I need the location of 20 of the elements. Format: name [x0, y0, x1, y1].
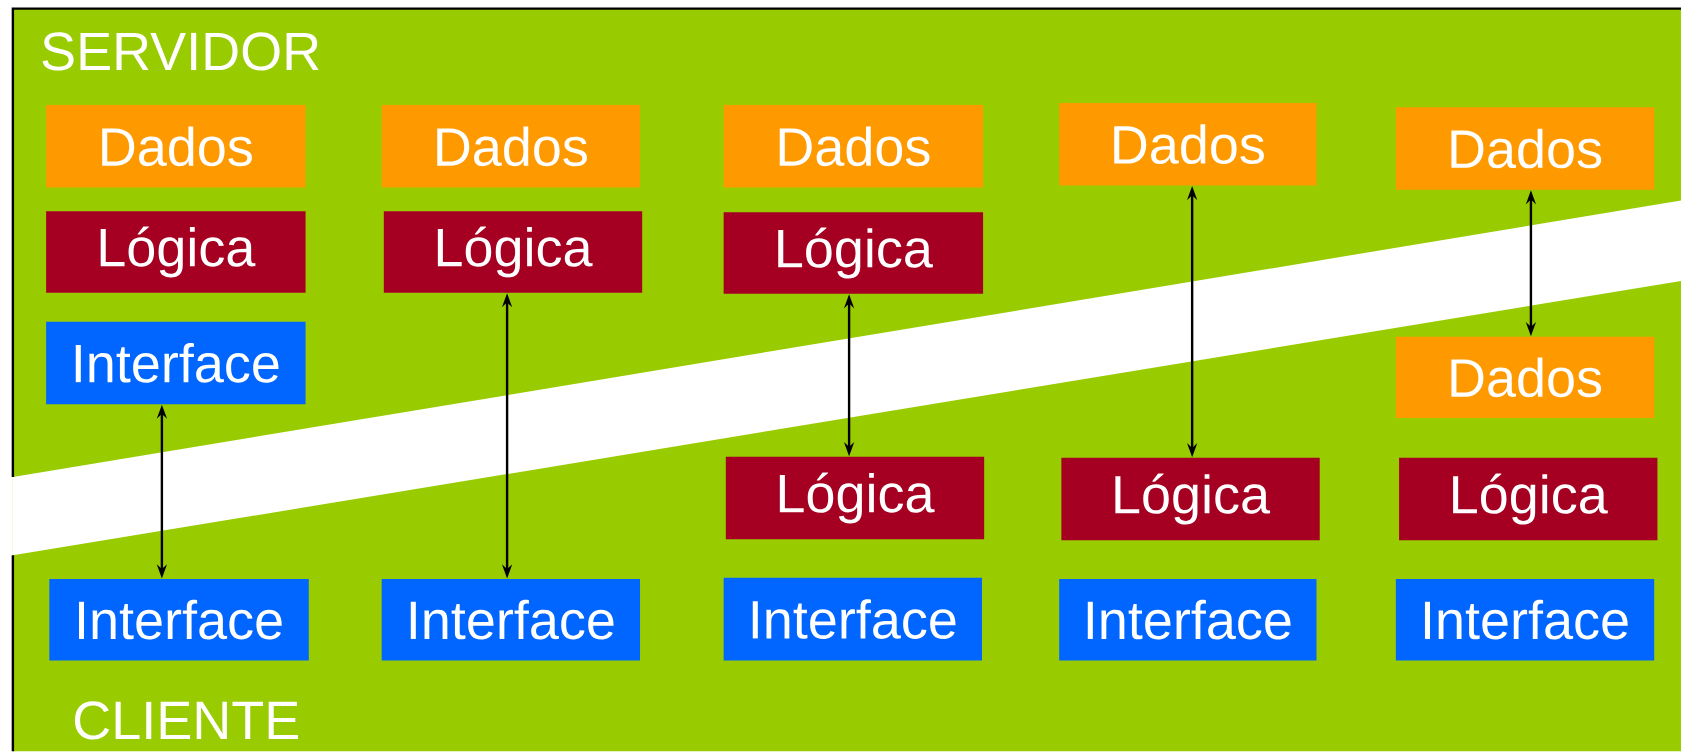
layer-box: Dados [1059, 103, 1317, 186]
layer-box: Interface [1395, 579, 1655, 661]
layer-box: Lógica [383, 211, 643, 293]
layer-box: Interface [381, 579, 641, 661]
layer-box: Interface [1059, 579, 1317, 661]
section-label: SERVIDOR [42, 32, 319, 71]
layer-box: Lógica [723, 212, 984, 294]
layer-box: Lógica [725, 456, 985, 540]
layer-box: Lógica [1399, 458, 1658, 541]
layer-box: Lógica [1061, 458, 1320, 541]
layer-box: Lógica [46, 211, 306, 293]
layer-box: Dados [723, 105, 984, 188]
layer-box: Dados [1395, 107, 1655, 190]
layer-box: Interface [46, 321, 306, 405]
layer-box: Interface [49, 579, 309, 661]
layer-box: Dados [381, 105, 641, 188]
section-label: CLIENTE [74, 701, 298, 740]
layer-box: Dados [46, 105, 306, 188]
layer-box: Interface [723, 578, 982, 661]
layer-box: Dados [1395, 336, 1655, 419]
